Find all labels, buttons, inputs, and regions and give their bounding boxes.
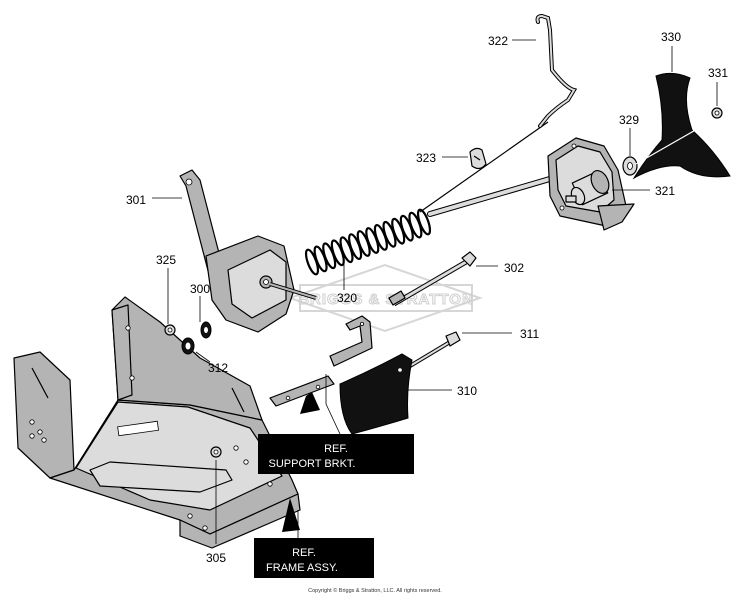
callout-301: 301 xyxy=(126,193,146,207)
ref-support-line1: REF. xyxy=(324,443,348,455)
part-300-washer xyxy=(200,321,212,339)
l-bracket xyxy=(329,315,373,367)
ref-support-bracket-box: REF. SUPPORT BRKT. xyxy=(258,434,414,474)
callout-323: 323 xyxy=(416,151,436,165)
callout-330: 330 xyxy=(661,30,681,44)
part-330-knob xyxy=(632,72,731,180)
spring-coil xyxy=(416,208,432,236)
briggs-stratton-logo-watermark: BRIGGS & STRATTON xyxy=(286,263,484,333)
support-ref-arrow xyxy=(300,392,320,414)
part-311-bolt xyxy=(408,331,461,368)
callout-322: 322 xyxy=(488,34,508,48)
ref-support-line2: SUPPORT BRKT. xyxy=(268,458,355,470)
part-312-washer xyxy=(181,337,195,355)
part-329-washer xyxy=(622,156,638,176)
part-321-bracket xyxy=(547,137,635,231)
part-320-spring xyxy=(304,208,432,276)
part-305-nut xyxy=(210,446,222,458)
support-bracket xyxy=(269,375,335,407)
ref-frame-line1: REF. xyxy=(292,547,316,559)
part-331-nut xyxy=(711,107,723,119)
callout-305: 305 xyxy=(206,551,226,565)
ref-frame-assy-box: REF. FRAME ASSY. xyxy=(254,538,374,578)
frame-ref-arrow xyxy=(282,498,300,532)
callout-311: 311 xyxy=(520,327,539,341)
part-301-lever xyxy=(179,169,317,333)
watermark-text: BRIGGS & STRATTON xyxy=(298,291,474,308)
callout-329: 329 xyxy=(619,113,639,127)
part-323-clip xyxy=(469,147,487,170)
copyright-text: Copyright © Briggs & Stratton, LLC. All … xyxy=(308,587,442,594)
callout-325: 325 xyxy=(156,253,176,267)
callout-310: 310 xyxy=(457,384,477,398)
ref-frame-line2: FRAME ASSY. xyxy=(266,562,338,574)
callout-302: 302 xyxy=(504,261,524,275)
callout-300: 300 xyxy=(190,282,210,296)
callout-320: 320 xyxy=(337,291,357,305)
part-322-rod xyxy=(535,13,578,128)
part-302-bolt xyxy=(388,251,477,307)
callout-331: 331 xyxy=(708,66,728,80)
callout-312: 312 xyxy=(208,361,228,375)
leader-lines xyxy=(152,39,718,544)
part-325-nut xyxy=(164,324,176,336)
callout-321: 321 xyxy=(655,184,675,198)
callout-labels: 322 330 331 329 323 321 301 325 302 300 … xyxy=(126,30,728,565)
frame-assembly xyxy=(13,296,301,549)
control-knob-shaft xyxy=(565,170,610,206)
part-310-shield xyxy=(339,353,413,435)
